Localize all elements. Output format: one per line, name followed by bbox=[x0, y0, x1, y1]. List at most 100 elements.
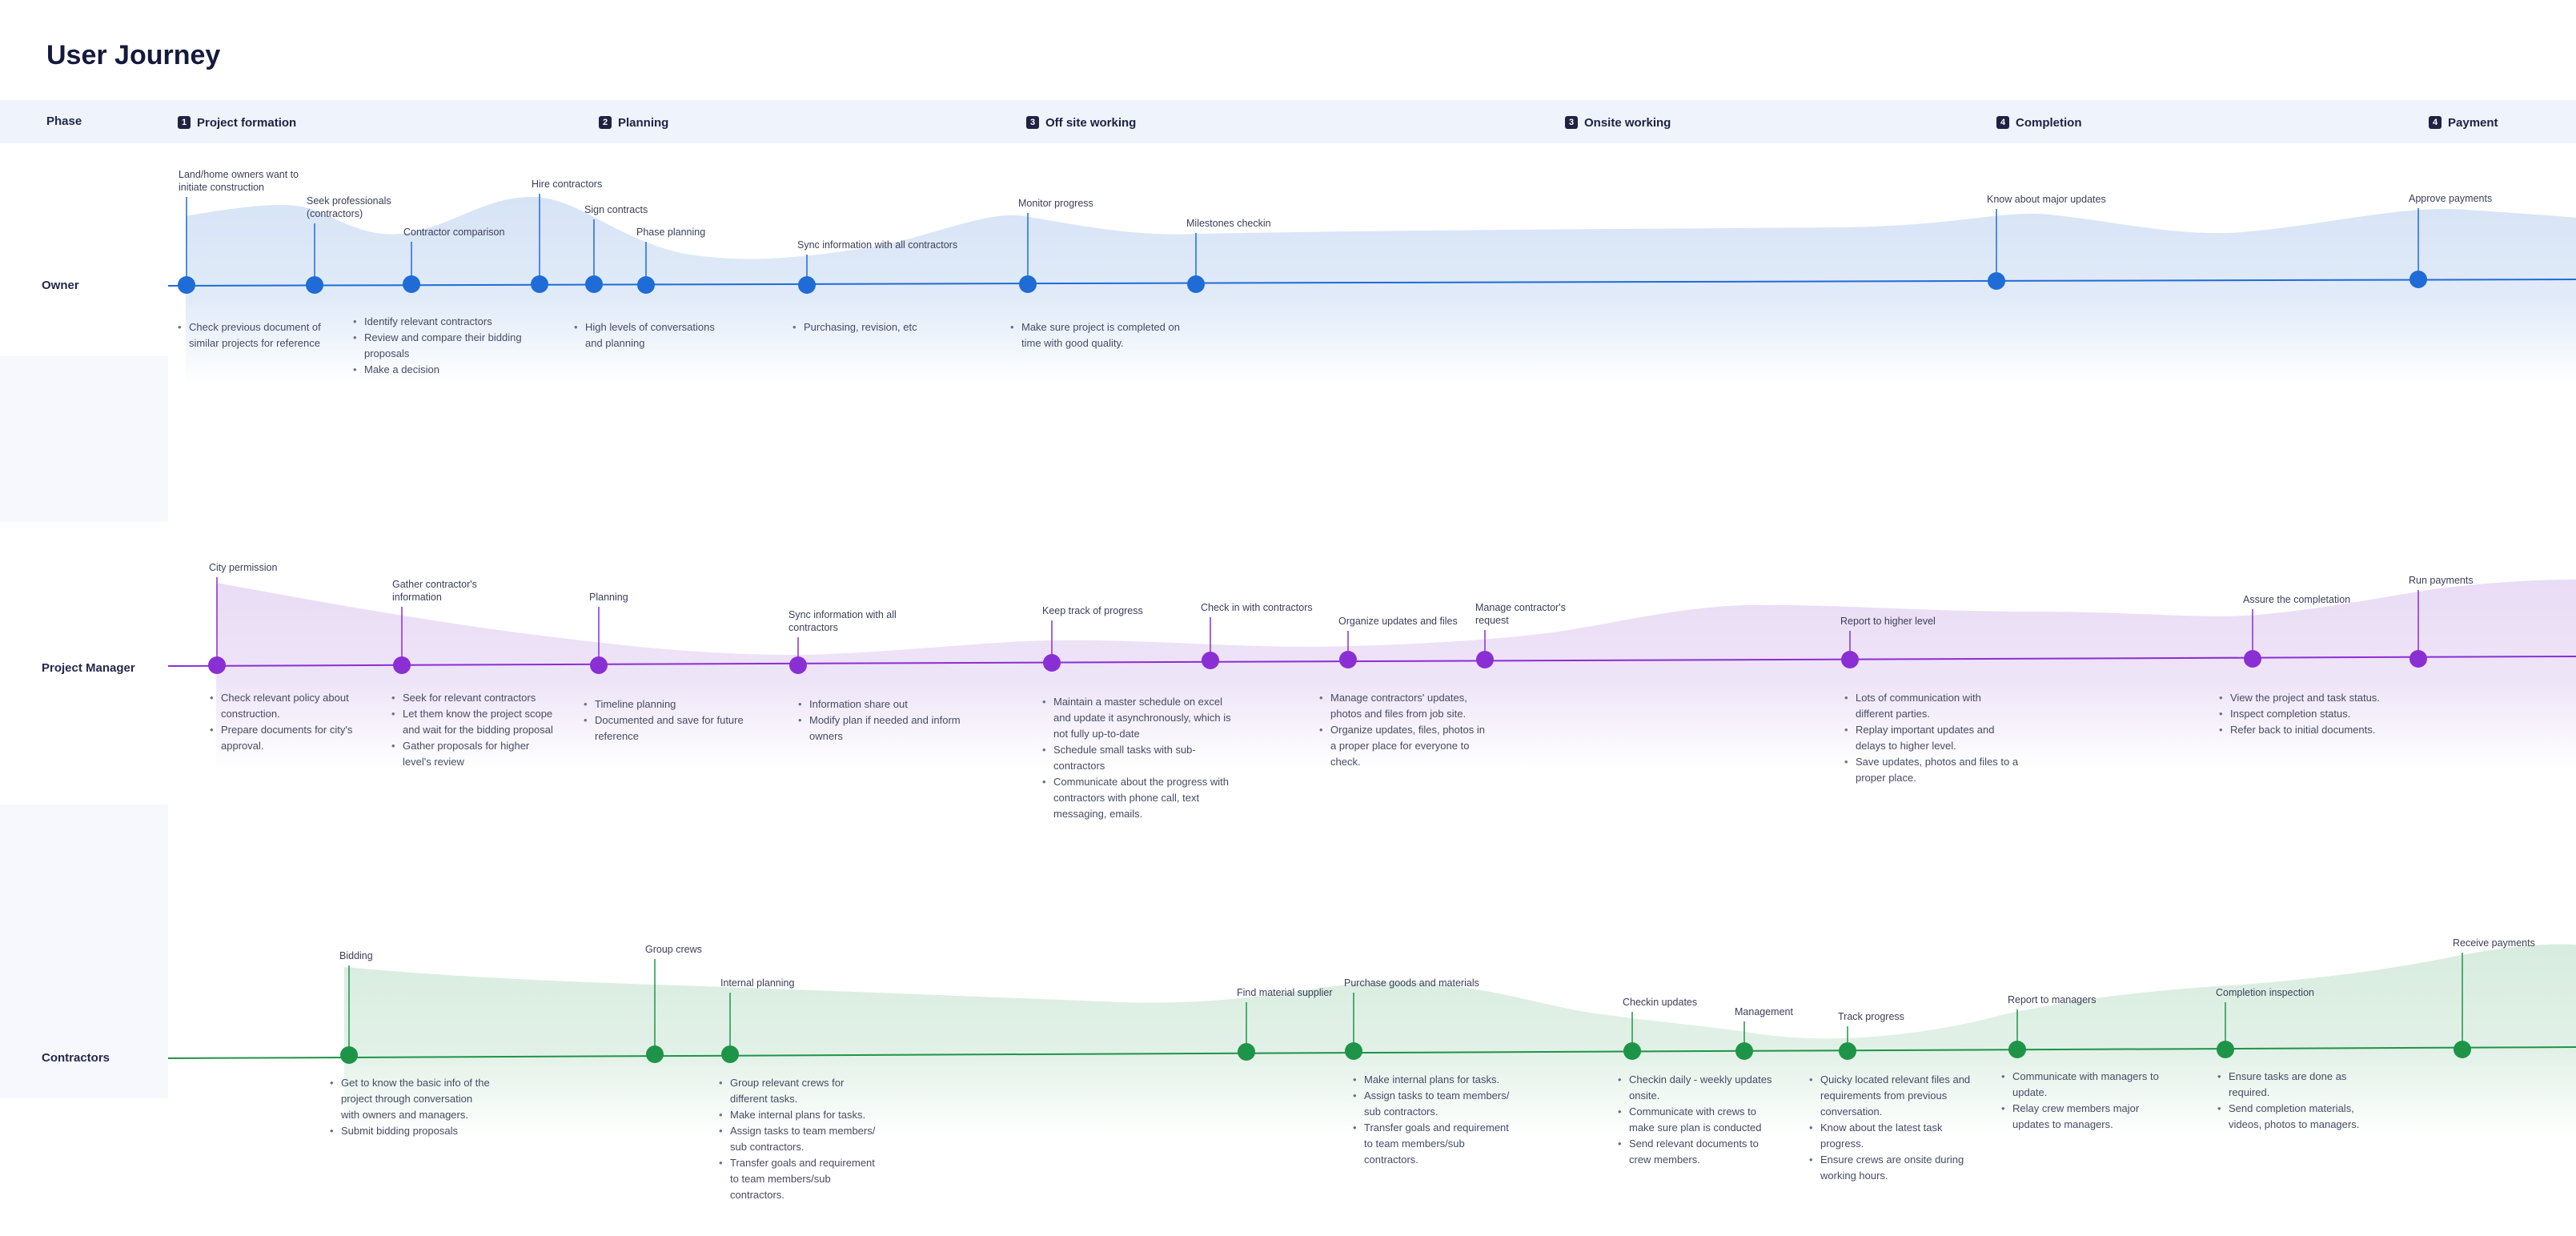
contractor-lane-background bbox=[0, 805, 168, 1098]
contractor-step-marker[interactable] bbox=[340, 1046, 358, 1064]
contractor-step-marker[interactable] bbox=[721, 1045, 739, 1063]
contractor-step-marker[interactable] bbox=[1623, 1042, 1641, 1060]
contractor-step-marker[interactable] bbox=[2008, 1041, 2026, 1058]
phase-label: Planning bbox=[618, 115, 669, 130]
manager-step-label: Run payments bbox=[2409, 575, 2474, 586]
owner-step-marker[interactable] bbox=[1988, 272, 2005, 290]
manager-step-label: Check in with contractors bbox=[1201, 602, 1313, 613]
manager-step-marker[interactable] bbox=[1202, 652, 1219, 669]
phase-label: Payment bbox=[2448, 115, 2498, 130]
owner-step-label: Approve payments bbox=[2409, 193, 2493, 204]
owner-step-marker[interactable] bbox=[2409, 271, 2427, 288]
manager-step-marker[interactable] bbox=[2409, 650, 2427, 668]
manager-step-notes: Manage contractors' updates,photos and f… bbox=[1319, 690, 1485, 770]
manager-step-label: Planning bbox=[589, 592, 628, 603]
contractor-step-notes: Make internal plans for tasks.Assign tas… bbox=[1353, 1072, 1509, 1168]
phase-band bbox=[0, 100, 2576, 143]
contractor-step-label: Management bbox=[1735, 1006, 1793, 1017]
lane-label-contractors: Contractors bbox=[42, 1051, 110, 1065]
owner-step-marker[interactable] bbox=[178, 276, 195, 294]
contractor-step-label: Track progress bbox=[1838, 1011, 1904, 1022]
note-item: Make internal plans for tasks. bbox=[1353, 1072, 1509, 1088]
phase-number-badge: 4 bbox=[2429, 116, 2442, 129]
owner-step-marker[interactable] bbox=[531, 275, 548, 293]
owner-step-label: Monitor progress bbox=[1018, 198, 1093, 209]
contractor-step-label: Bidding bbox=[339, 950, 373, 961]
manager-step-label: Organize updates and files bbox=[1338, 616, 1458, 627]
phase-label: Off site working bbox=[1045, 115, 1137, 130]
manager-step-marker[interactable] bbox=[1841, 651, 1859, 668]
note-item: Information share out bbox=[798, 696, 961, 712]
manager-step-label: City permission bbox=[209, 562, 278, 573]
contractor-step-label: Find material supplier bbox=[1237, 987, 1333, 998]
phase-item: 3 Off site working bbox=[1026, 115, 1136, 130]
manager-step-marker[interactable] bbox=[789, 656, 807, 674]
owner-step-marker[interactable] bbox=[798, 276, 816, 294]
owner-step-marker[interactable] bbox=[1187, 275, 1205, 293]
owner-journey-line bbox=[167, 279, 2576, 287]
manager-step-marker[interactable] bbox=[1339, 651, 1357, 668]
owner-lane-background bbox=[0, 356, 168, 522]
manager-step-marker[interactable] bbox=[208, 656, 226, 674]
owner-step-notes: Purchasing, revision, etc bbox=[792, 319, 917, 335]
owner-step-label: Contractor comparison bbox=[403, 227, 505, 238]
contractor-step-marker[interactable] bbox=[646, 1045, 664, 1063]
owner-step-notes: Identify relevant contractorsReview and … bbox=[353, 314, 522, 378]
owner-step-marker[interactable] bbox=[1019, 275, 1037, 293]
manager-step-marker[interactable] bbox=[590, 656, 608, 674]
note-item: Make a decision bbox=[353, 362, 522, 378]
contractor-step-label: Report to managers bbox=[2008, 994, 2097, 1005]
owner-step-label: Seek professionals(contractors) bbox=[307, 195, 391, 219]
contractor-step-marker[interactable] bbox=[1735, 1042, 1753, 1060]
contractor-step-marker[interactable] bbox=[2454, 1041, 2471, 1058]
manager-step-marker[interactable] bbox=[393, 656, 411, 674]
contractor-step-label: Group crews bbox=[645, 944, 702, 955]
contractor-step-marker[interactable] bbox=[1839, 1042, 1856, 1060]
manager-step-marker[interactable] bbox=[1476, 651, 1494, 668]
note-item: Inspect completion status. bbox=[2219, 706, 2380, 722]
note-item: Assign tasks to team members/sub contrac… bbox=[719, 1123, 875, 1155]
phase-header-label: Phase bbox=[46, 114, 82, 128]
contractor-step-marker[interactable] bbox=[1345, 1042, 1362, 1060]
contractor-step-marker[interactable] bbox=[2217, 1041, 2234, 1058]
note-item: Quicky located relevant files andrequire… bbox=[1809, 1072, 1970, 1120]
owner-step-marker[interactable] bbox=[585, 275, 603, 293]
contractor-step-marker[interactable] bbox=[1238, 1043, 1255, 1061]
owner-step-marker[interactable] bbox=[306, 276, 323, 294]
contractor-step-label: Internal planning bbox=[720, 977, 795, 989]
page-title: User Journey bbox=[46, 40, 221, 70]
lines-layer bbox=[167, 194, 2576, 1064]
note-item: Assign tasks to team members/sub contrac… bbox=[1353, 1088, 1509, 1120]
manager-step-marker[interactable] bbox=[1043, 654, 1061, 672]
phase-number-badge: 3 bbox=[1026, 116, 1039, 129]
contractor-step-notes: Checkin daily - weekly updatesonsite.Com… bbox=[1618, 1072, 1772, 1168]
owner-step-marker[interactable] bbox=[637, 276, 655, 294]
phase-number-badge: 1 bbox=[178, 116, 191, 129]
manager-step-marker[interactable] bbox=[2244, 650, 2261, 668]
owner-step-marker[interactable] bbox=[403, 275, 420, 293]
note-item: Schedule small tasks with sub-contractor… bbox=[1042, 742, 1231, 774]
note-item: Communicate about the progress withcontr… bbox=[1042, 774, 1231, 822]
owner-step-label: Phase planning bbox=[636, 227, 706, 238]
contractor-step-notes: Communicate with managers toupdate.Relay… bbox=[2001, 1069, 2159, 1133]
